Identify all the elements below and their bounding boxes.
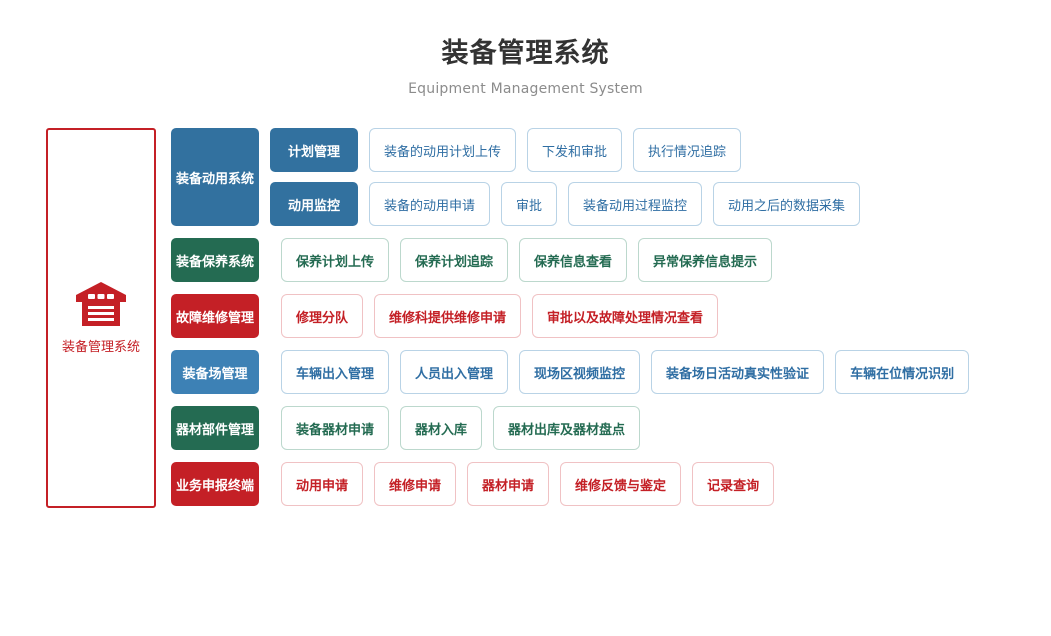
feature-node[interactable]: 车辆出入管理 <box>281 350 390 394</box>
feature-node[interactable]: 装备动用过程监控 <box>568 182 703 226</box>
warehouse-icon <box>76 282 126 326</box>
subgroup-stack: 修理分队维修科提供维修申请审批以及故障处理情况查看 <box>270 294 719 338</box>
feature-node[interactable]: 装备的动用计划上传 <box>369 128 517 172</box>
feature-node[interactable]: 保养信息查看 <box>519 238 628 282</box>
page-title: 装备管理系统 <box>441 38 610 69</box>
feature-node[interactable]: 装备器材申请 <box>281 406 390 450</box>
subgroup-button[interactable]: 动用监控 <box>270 182 358 226</box>
subgroup-stack: 保养计划上传保养计划追踪保养信息查看异常保养信息提示 <box>270 238 773 282</box>
feature-node[interactable]: 保养计划追踪 <box>400 238 509 282</box>
feature-node[interactable]: 保养计划上传 <box>281 238 390 282</box>
subgroup-button[interactable]: 计划管理 <box>270 128 358 172</box>
feature-node[interactable]: 修理分队 <box>281 294 364 338</box>
category-button[interactable]: 装备场管理 <box>171 350 259 394</box>
page-subtitle: Equipment Management System <box>408 81 643 98</box>
root-system-panel[interactable]: 装备管理系统 <box>46 128 156 508</box>
subgroup-row: 修理分队维修科提供维修申请审批以及故障处理情况查看 <box>270 294 719 338</box>
system-row: 装备动用系统计划管理装备的动用计划上传下发和审批执行情况追踪动用监控装备的动用申… <box>171 128 969 226</box>
category-button[interactable]: 装备保养系统 <box>171 238 259 282</box>
feature-node[interactable]: 维修申请 <box>374 462 457 506</box>
system-row: 器材部件管理装备器材申请器材入库器材出库及器材盘点 <box>171 406 969 450</box>
feature-node[interactable]: 维修科提供维修申请 <box>374 294 522 338</box>
system-row: 装备场管理车辆出入管理人员出入管理现场区视频监控装备场日活动真实性验证车辆在位情… <box>171 350 970 394</box>
category-button[interactable]: 业务申报终端 <box>171 462 259 506</box>
feature-node[interactable]: 审批以及故障处理情况查看 <box>532 294 719 338</box>
subgroup-stack: 装备器材申请器材入库器材出库及器材盘点 <box>270 406 641 450</box>
feature-node[interactable]: 现场区视频监控 <box>519 350 641 394</box>
feature-node[interactable]: 维修反馈与鉴定 <box>560 462 682 506</box>
feature-node[interactable]: 动用申请 <box>281 462 364 506</box>
page-header: 装备管理系统 Equipment Management System <box>0 0 1051 97</box>
feature-node[interactable]: 器材申请 <box>467 462 550 506</box>
system-row: 装备保养系统保养计划上传保养计划追踪保养信息查看异常保养信息提示 <box>171 238 969 282</box>
feature-node[interactable]: 异常保养信息提示 <box>638 238 773 282</box>
subgroup-row: 装备器材申请器材入库器材出库及器材盘点 <box>270 406 641 450</box>
system-rows: 装备动用系统计划管理装备的动用计划上传下发和审批执行情况追踪动用监控装备的动用申… <box>171 128 970 506</box>
feature-node[interactable]: 器材出库及器材盘点 <box>493 406 641 450</box>
feature-node[interactable]: 车辆在位情况识别 <box>835 350 970 394</box>
root-system-label: 装备管理系统 <box>61 340 140 355</box>
feature-node[interactable]: 动用之后的数据采集 <box>713 182 861 226</box>
feature-node[interactable]: 器材入库 <box>400 406 483 450</box>
feature-node[interactable]: 下发和审批 <box>527 128 623 172</box>
subgroup-row: 车辆出入管理人员出入管理现场区视频监控装备场日活动真实性验证车辆在位情况识别 <box>270 350 970 394</box>
feature-node[interactable]: 装备的动用申请 <box>369 182 491 226</box>
system-row: 业务申报终端动用申请维修申请器材申请维修反馈与鉴定记录查询 <box>171 462 969 506</box>
feature-node[interactable]: 人员出入管理 <box>400 350 509 394</box>
subgroup-row: 动用申请维修申请器材申请维修反馈与鉴定记录查询 <box>270 462 775 506</box>
system-row: 故障维修管理修理分队维修科提供维修申请审批以及故障处理情况查看 <box>171 294 969 338</box>
subgroup-row: 计划管理装备的动用计划上传下发和审批执行情况追踪 <box>270 128 860 172</box>
subgroup-stack: 计划管理装备的动用计划上传下发和审批执行情况追踪动用监控装备的动用申请审批装备动… <box>270 128 861 226</box>
category-button[interactable]: 故障维修管理 <box>171 294 259 338</box>
feature-node[interactable]: 记录查询 <box>692 462 775 506</box>
feature-node[interactable]: 装备场日活动真实性验证 <box>651 350 825 394</box>
subgroup-stack: 动用申请维修申请器材申请维修反馈与鉴定记录查询 <box>270 462 775 506</box>
subgroup-stack: 车辆出入管理人员出入管理现场区视频监控装备场日活动真实性验证车辆在位情况识别 <box>270 350 970 394</box>
feature-node[interactable]: 执行情况追踪 <box>633 128 742 172</box>
subgroup-row: 动用监控装备的动用申请审批装备动用过程监控动用之后的数据采集 <box>270 182 861 226</box>
subgroup-row: 保养计划上传保养计划追踪保养信息查看异常保养信息提示 <box>270 238 773 282</box>
category-button[interactable]: 装备动用系统 <box>171 128 259 226</box>
category-button[interactable]: 器材部件管理 <box>171 406 259 450</box>
feature-node[interactable]: 审批 <box>501 182 558 226</box>
